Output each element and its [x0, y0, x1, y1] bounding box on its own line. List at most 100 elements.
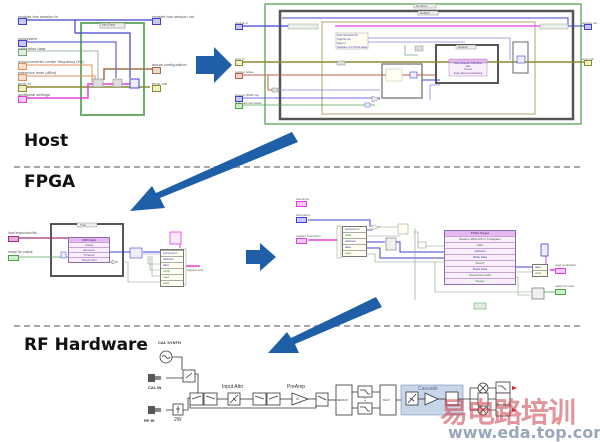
- terminal-subsystem[interactable]: [18, 40, 27, 47]
- label-rf-in: RF IN: [144, 418, 155, 423]
- inner-case-selector[interactable]: Default: [420, 11, 430, 15]
- terminal-downconverter-freq[interactable]: [18, 63, 27, 70]
- unbundle-item: host instruction fifo: [337, 34, 358, 37]
- fpga-target-method-node[interactable]: FPGA Target Read or Write RF In X Regist…: [444, 230, 516, 285]
- out-bundle-field: data: [535, 265, 541, 269]
- case-selector-true[interactable]: True: [80, 223, 87, 227]
- label-session-out: session out: [582, 21, 598, 25]
- target-method-subtitle: Read or Write RF In X Register: [445, 236, 515, 242]
- label-register-instruction: register instruction: [296, 234, 321, 238]
- label-cal-in: CAL IN: [148, 385, 162, 390]
- unbundle-field: valid: [343, 232, 366, 238]
- label-subsystem: subsystem: [18, 36, 38, 41]
- label-cascade: Cascade: [418, 386, 438, 392]
- label-register-instr: register instr: [187, 268, 204, 272]
- arrow-fpga-to-fpga: [246, 243, 276, 271]
- fifo-method-row: Element: [69, 247, 109, 252]
- label-subsystem-right: subsystem: [296, 213, 311, 217]
- case-selector-no-error[interactable]: No Error: [102, 23, 116, 27]
- label-register-bus-session-in: register bus session in: [18, 14, 58, 19]
- label-error-in-large: error in: [235, 57, 245, 61]
- terminal-error-in[interactable]: [18, 85, 27, 92]
- terminal-session-out-large[interactable]: [584, 24, 592, 30]
- label-actual-configuration: actual configuration: [152, 62, 187, 67]
- terminal-session-in[interactable]: [18, 18, 27, 25]
- label-wait-until-committed: wait until committed: [235, 101, 262, 105]
- nested-case-selector[interactable]: Default: [458, 45, 468, 49]
- fifo-read-method-node[interactable]: FIFO Item Read Element Timeout Timed Out…: [68, 237, 110, 263]
- fifo-method-row: Timed Out?: [69, 257, 109, 262]
- host-vi-large-wires: [238, 3, 590, 125]
- target-method-row: Read?: [445, 260, 515, 266]
- terminal-register-instruction[interactable]: [296, 238, 307, 244]
- label-ready-for-output: ready for output: [8, 250, 33, 254]
- bundle-field: read: [161, 274, 183, 280]
- terminal-additional-settings[interactable]: [18, 96, 27, 103]
- fpga-unbundle-node[interactable]: subsystem valid address data read: [342, 226, 367, 257]
- terminal-ready-for-input[interactable]: [555, 289, 566, 295]
- label-read-completion: read completion: [555, 263, 577, 267]
- terminal-error-out[interactable]: [152, 85, 161, 92]
- label-session-in: session in: [235, 21, 249, 25]
- terminal-wait-until-committed[interactable]: [235, 103, 243, 109]
- terminal-ready-for-output[interactable]: [8, 255, 19, 261]
- target-method-row: Read Data: [445, 266, 515, 272]
- terminal-session-in-large[interactable]: [235, 24, 243, 30]
- fpga-out-bundle-node[interactable]: data valid: [532, 264, 548, 277]
- separator-host-fpga: [14, 166, 580, 168]
- host-unbundle: host instruction fifo fpga fifo bus fpga…: [337, 34, 368, 50]
- target-method-row: Read Data Valid: [445, 272, 515, 278]
- terminal-actual-configuration[interactable]: [152, 67, 161, 74]
- label-resources: resources: [296, 197, 310, 201]
- terminal-calibration-data[interactable]: [18, 49, 27, 56]
- arrow-host-to-fpga: [130, 132, 298, 211]
- separator-fpga-rf: [14, 325, 580, 327]
- bundle-field: valid: [161, 280, 183, 286]
- host-vi-large: session in error in register writes time…: [230, 0, 600, 130]
- terminal-subsystem-right[interactable]: [296, 217, 307, 223]
- fifo-method-row: Data: [465, 66, 471, 69]
- label-downconverter-center-frequency: downconverter center frequency (Hz): [18, 59, 84, 64]
- label-reference-level: reference level (dBm): [18, 70, 57, 75]
- target-method-row: Write Data: [445, 254, 515, 260]
- label-cal-synth: CAL SYNTH: [158, 340, 181, 345]
- terminal-reference-level[interactable]: [18, 74, 27, 81]
- section-label-rf: RF Hardware: [24, 335, 148, 355]
- terminal-session-out[interactable]: [152, 18, 161, 25]
- section-label-fpga: FPGA: [24, 172, 76, 192]
- fifo-method-row: Empty Elements Remaining: [453, 72, 483, 75]
- fifo-method-row: Timeout: [69, 252, 109, 257]
- terminal-read-completion[interactable]: [555, 268, 566, 274]
- arrow-host-to-host: [196, 47, 232, 83]
- fifo-method-row: Timeout: [463, 69, 473, 72]
- fifo-method-row: Read: [69, 242, 109, 247]
- host-vi-small-wires: [26, 19, 152, 116]
- terminal-timeout[interactable]: [235, 96, 243, 102]
- bundle-field: notify: [161, 268, 183, 274]
- terminal-error-in-large[interactable]: [235, 60, 243, 66]
- host-fifo-method-node[interactable]: Host Instruction FIFO Write Data Timeout…: [449, 63, 487, 76]
- terminal-host-instruction-fifo[interactable]: [8, 236, 19, 242]
- bundle-field: data: [161, 262, 183, 268]
- target-method-title: FPGA Target: [445, 231, 515, 236]
- fpga-bundle-node[interactable]: subsystem address data notify read valid: [160, 249, 184, 287]
- unbundle-field: address: [343, 238, 366, 244]
- watermark-url: www.eda.top.com: [448, 423, 600, 442]
- unbundle-item: fpga fifo bus: [337, 38, 351, 41]
- terminal-error-out-large[interactable]: [584, 60, 592, 66]
- fpga-vi-left: host instruction fifo ready for output r…: [0, 210, 204, 300]
- host-vi-small: register bus session in subsystem calibr…: [0, 0, 200, 120]
- fifo-method-row: Host Instruction FIFO Write: [454, 63, 482, 65]
- label-additional-settings: additional settings: [18, 92, 51, 97]
- terminal-register-writes[interactable]: [235, 73, 243, 79]
- out-bundle-field: valid: [533, 270, 547, 276]
- fpga-vi-right: resources subsystem register instruction…: [280, 180, 600, 310]
- fpga-vi-left-wires: [18, 222, 200, 286]
- outer-case-selector[interactable]: No Error: [416, 4, 428, 8]
- unbundle-field: data: [343, 244, 366, 250]
- terminal-resources[interactable]: [296, 201, 307, 207]
- fifo-method-title: FIFO Item: [69, 238, 109, 242]
- fpga-vi-right-wires: [308, 219, 555, 310]
- preamp-icon: [291, 392, 310, 406]
